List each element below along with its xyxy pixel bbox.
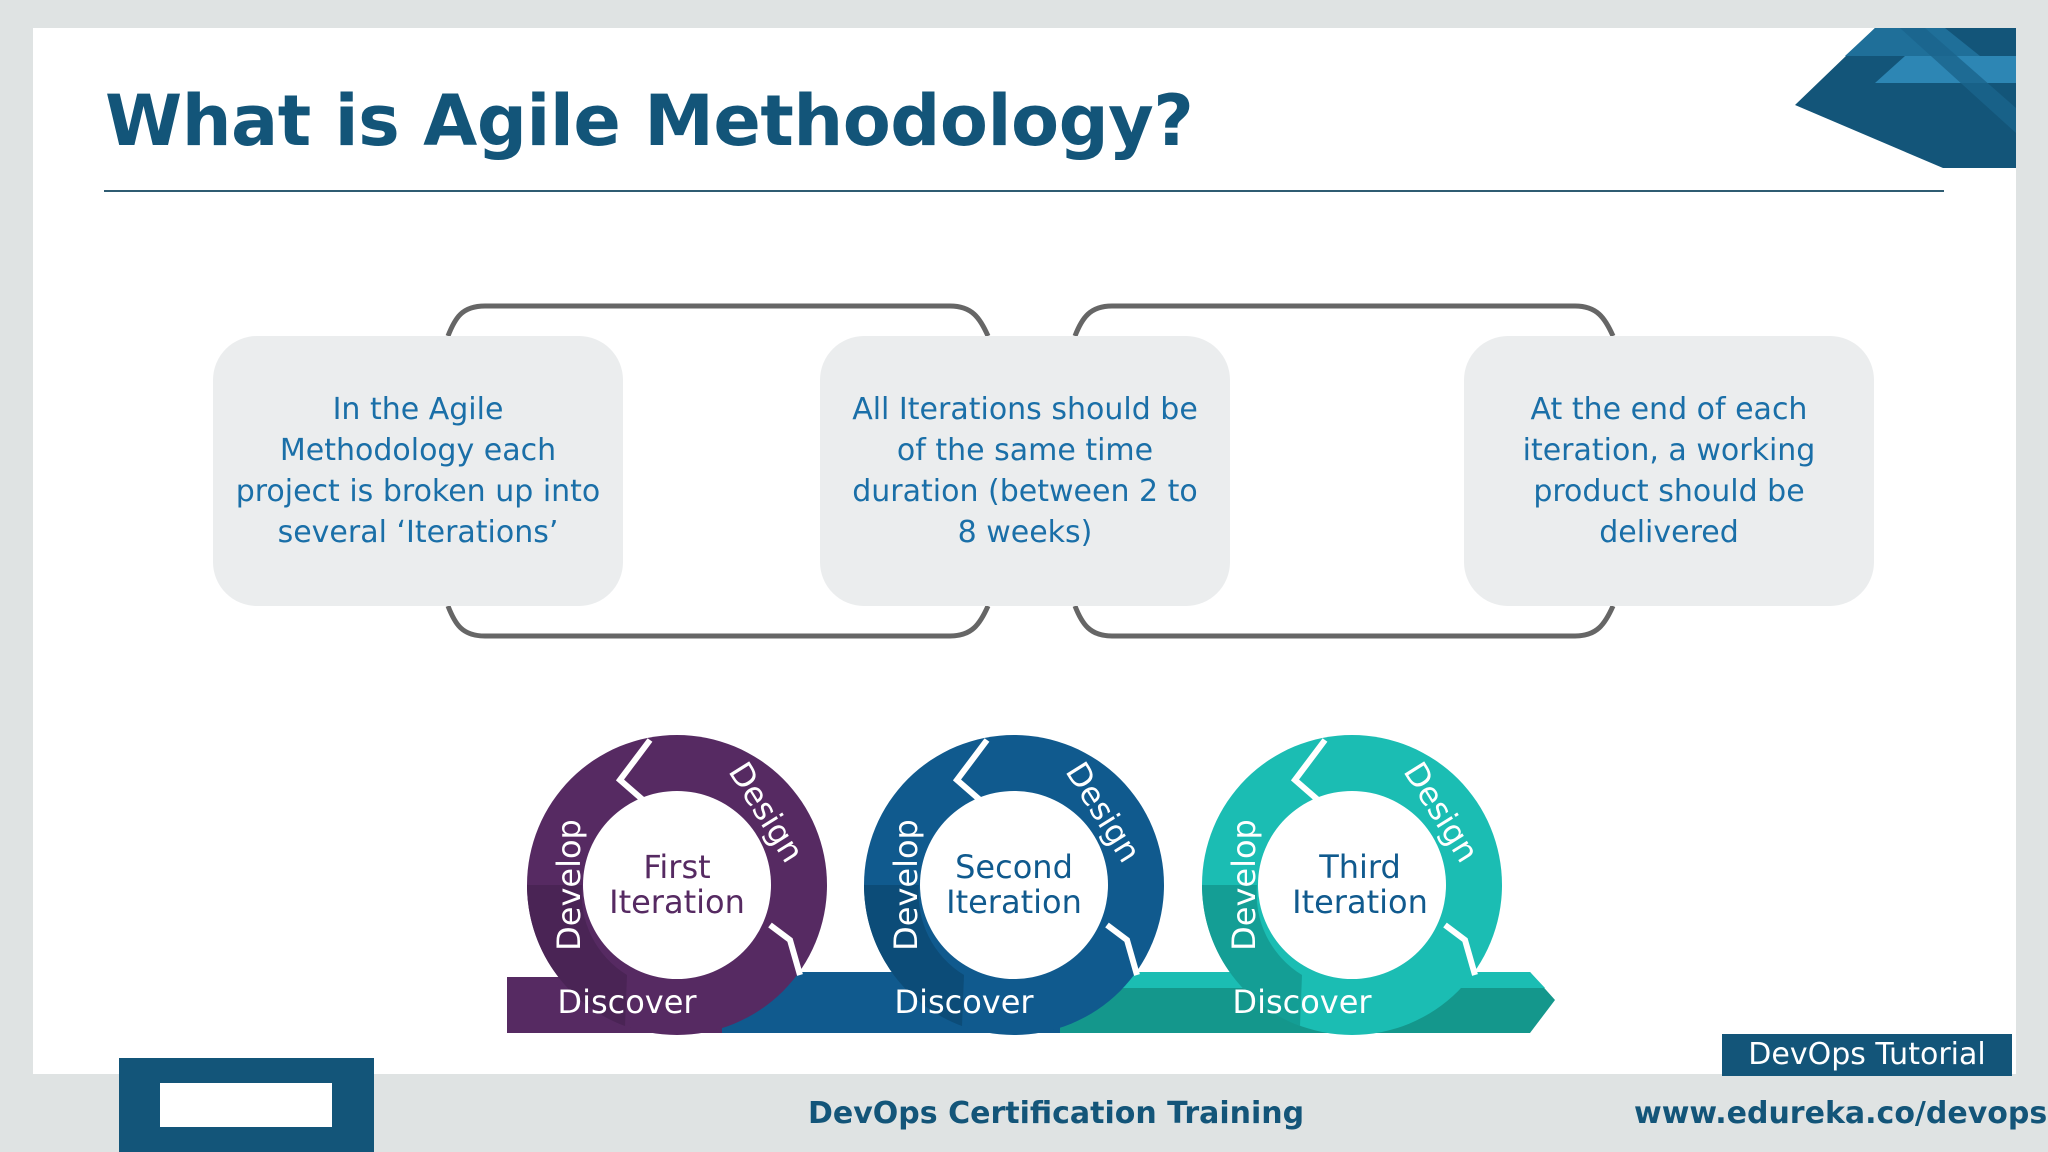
info-box-duration: All Iterations should be of the same tim… (820, 336, 1230, 606)
iteration-title-line1: First (643, 848, 710, 886)
iteration-connectors (445, 303, 1616, 639)
section-tag: DevOps Tutorial (1722, 1034, 2012, 1076)
discover-label: Discover (557, 983, 697, 1021)
info-box-text: At the end of each iteration, a working … (1522, 392, 1816, 550)
footer-url[interactable]: www.edureka.co/devops (1634, 1096, 2048, 1131)
discover-label: Discover (894, 983, 1034, 1021)
iteration-title-line2: Iteration (609, 883, 745, 921)
iteration-title-line2: Iteration (946, 883, 1082, 921)
footer-logo-placeholder (160, 1083, 332, 1127)
iteration-ring-third (1201, 735, 1502, 1035)
discover-label: Discover (1232, 983, 1372, 1021)
title-divider (104, 190, 1944, 192)
iteration-title-line1: Second (955, 848, 1073, 886)
develop-label: Develop (887, 819, 925, 951)
corner-decoration (1795, 28, 2016, 168)
iteration-ring-second (863, 735, 1164, 1035)
footer-course-title: DevOps Certification Training (808, 1096, 1305, 1131)
page-title: What is Agile Methodology? (105, 80, 1194, 162)
info-box-iterations: In the Agile Methodology each project is… (213, 336, 623, 606)
develop-label: Develop (550, 819, 588, 951)
iteration-ring-first (526, 735, 827, 1035)
iteration-title-line1: Third (1318, 848, 1401, 886)
iteration-title-line2: Iteration (1292, 883, 1428, 921)
info-box-text: In the Agile Methodology each project is… (235, 392, 601, 550)
info-box-delivery: At the end of each iteration, a working … (1464, 336, 1874, 606)
develop-label: Develop (1225, 819, 1263, 951)
info-box-text: All Iterations should be of the same tim… (852, 392, 1198, 550)
